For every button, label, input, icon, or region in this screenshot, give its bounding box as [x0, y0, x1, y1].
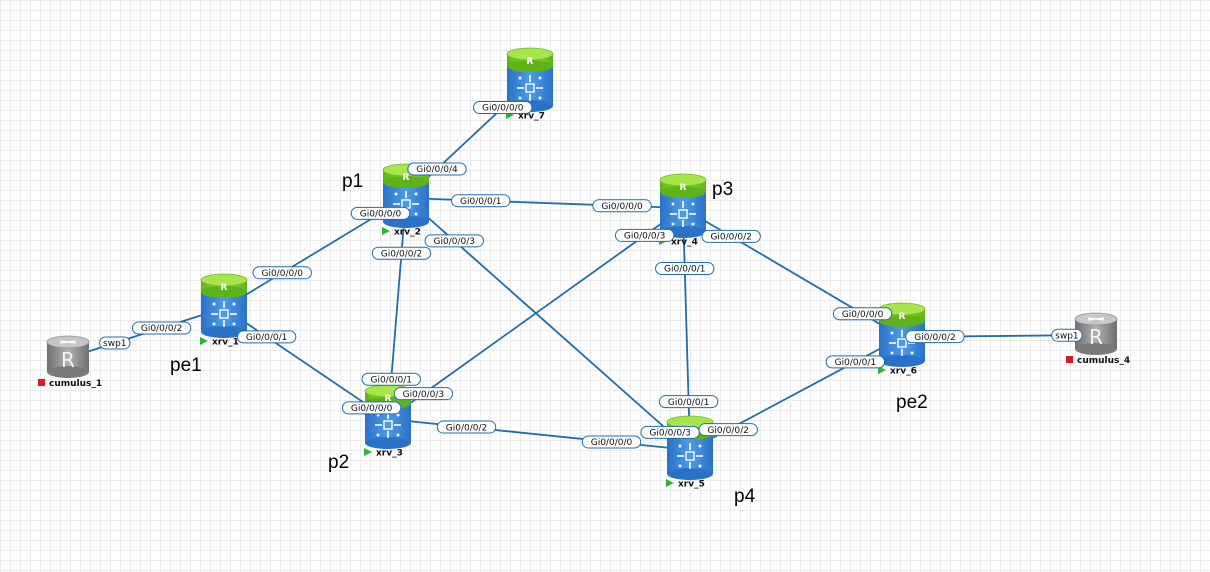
interface-label: Gi0/0/0/2 — [436, 420, 497, 434]
router-r-glyph: R — [680, 183, 687, 193]
interface-label: Gi0/0/0/0 — [341, 401, 402, 415]
interface-label: Gi0/0/0/2 — [698, 423, 758, 437]
interface-label: Gi0/0/0/3 — [424, 234, 484, 248]
interface-label: Gi0/0/0/1 — [236, 330, 297, 344]
switch-arrows-icon — [59, 340, 77, 344]
router-r-glyph: R — [899, 312, 906, 322]
interface-label-text: Gi0/0/0/0 — [601, 202, 643, 212]
interface-label: Gi0/0/0/1 — [655, 262, 715, 275]
switch-r-glyph: R — [61, 348, 75, 372]
router-r-glyph: R — [221, 283, 228, 293]
interface-label-text: Gi0/0/0/2 — [381, 249, 422, 259]
interface-label: Gi0/0/0/0 — [581, 435, 642, 449]
interface-label-text: Gi0/0/0/0 — [360, 210, 402, 220]
interface-label: Gi0/0/0/2 — [905, 330, 965, 344]
interface-label-text: Gi0/0/0/2 — [710, 233, 751, 243]
interface-label-text: Gi0/0/0/1 — [668, 398, 709, 408]
interface-label-text: Gi0/0/0/2 — [141, 324, 182, 334]
node-name-label: cumulus_1 — [49, 379, 102, 389]
interface-label: Gi0/0/0/1 — [658, 395, 719, 409]
interface-label-text: Gi0/0/0/3 — [403, 390, 444, 400]
stopped-status-icon — [1066, 356, 1073, 363]
interface-label: Gi0/0/0/2 — [131, 321, 192, 335]
running-status-icon — [666, 479, 674, 487]
interface-label: swp1 — [1051, 328, 1083, 342]
router-arrows-icon — [677, 443, 703, 469]
interface-label: Gi0/0/0/2 — [701, 229, 761, 243]
interface-label-text: Gi0/0/0/0 — [351, 404, 393, 414]
node-name-label: xrv_3 — [376, 449, 403, 459]
link-xrv_1-xrv_3[interactable] — [223, 307, 389, 420]
interface-label-text: Gi0/0/0/0 — [842, 310, 884, 320]
node-name-label: xrv_4 — [671, 238, 698, 248]
router-arrows-icon — [375, 412, 401, 438]
interface-label: Gi0/0/0/0 — [592, 199, 652, 213]
interface-label-text: Gi0/0/0/0 — [482, 104, 524, 114]
interface-label: Gi0/0/0/2 — [371, 246, 432, 260]
node-name-label: cumulus_4 — [1077, 356, 1130, 366]
running-status-icon — [200, 337, 208, 345]
interface-label-text: Gi0/0/0/2 — [914, 333, 955, 343]
interface-label-text: Gi0/0/0/1 — [460, 197, 501, 207]
node-role-label: p2 — [328, 452, 349, 473]
node-role-label: p1 — [342, 171, 363, 192]
interface-label: Gi0/0/0/3 — [614, 228, 675, 242]
node-role-label: pe1 — [170, 355, 202, 376]
interface-label: Gi0/0/0/0 — [252, 266, 312, 280]
link-xrv_4-xrv_3[interactable] — [387, 207, 684, 420]
interface-label: Gi0/0/0/1 — [825, 355, 886, 369]
node-name-label: xrv_1 — [212, 338, 239, 348]
router-arrows-icon — [670, 201, 696, 227]
interface-label-text: Gi0/0/0/2 — [446, 423, 487, 433]
interface-label: Gi0/0/0/0 — [350, 206, 411, 220]
interface-label: Gi0/0/0/3 — [640, 425, 700, 439]
switch-r-glyph: R — [1089, 325, 1103, 349]
router-r-glyph: R — [385, 394, 392, 404]
node-name-label: xrv_2 — [394, 228, 421, 238]
interface-label-text: Gi0/0/0/3 — [434, 237, 475, 247]
node-role-label: p3 — [712, 179, 733, 200]
interface-label-text: Gi0/0/0/2 — [707, 426, 748, 436]
node-role-label: pe2 — [896, 392, 928, 413]
switch-arrows-icon — [1087, 317, 1105, 321]
interface-label-text: Gi0/0/0/1 — [835, 358, 876, 368]
interface-label-text: Gi0/0/0/4 — [416, 165, 458, 175]
node-name-label: xrv_6 — [890, 367, 917, 377]
interface-label: Gi0/0/0/1 — [361, 372, 421, 386]
interface-label-text: Gi0/0/0/1 — [664, 265, 705, 275]
interface-label-text: Gi0/0/0/3 — [649, 429, 690, 439]
stopped-status-icon — [38, 379, 45, 386]
interface-label: Gi0/0/0/3 — [393, 387, 454, 401]
interface-label-text: Gi0/0/0/0 — [591, 438, 633, 448]
interface-label-text: Gi0/0/0/1 — [246, 333, 287, 343]
interface-label-text: swp1 — [103, 339, 127, 349]
interface-label: Gi0/0/0/1 — [451, 194, 511, 208]
interface-label: Gi0/0/0/0 — [473, 101, 533, 115]
interface-label-text: Gi0/0/0/3 — [624, 232, 665, 242]
node-role-label: p4 — [734, 486, 756, 507]
interface-label: Gi0/0/0/0 — [832, 307, 893, 321]
interface-label-text: swp1 — [1055, 332, 1079, 342]
interface-label: Gi0/0/0/4 — [407, 162, 467, 176]
running-status-icon — [364, 448, 372, 456]
running-status-icon — [382, 227, 390, 235]
router-r-glyph: R — [403, 173, 410, 183]
interface-label-text: Gi0/0/0/1 — [370, 375, 411, 385]
router-arrows-icon — [211, 301, 237, 327]
interface-label-text: Gi0/0/0/0 — [261, 269, 303, 279]
router-r-glyph: R — [527, 57, 534, 67]
node-name-label: xrv_5 — [678, 480, 705, 490]
interface-label: swp1 — [99, 336, 131, 350]
node-name-label: xrv_7 — [518, 112, 545, 122]
router-arrows-icon — [517, 75, 543, 101]
link-xrv_4-xrv_5[interactable] — [682, 207, 691, 451]
